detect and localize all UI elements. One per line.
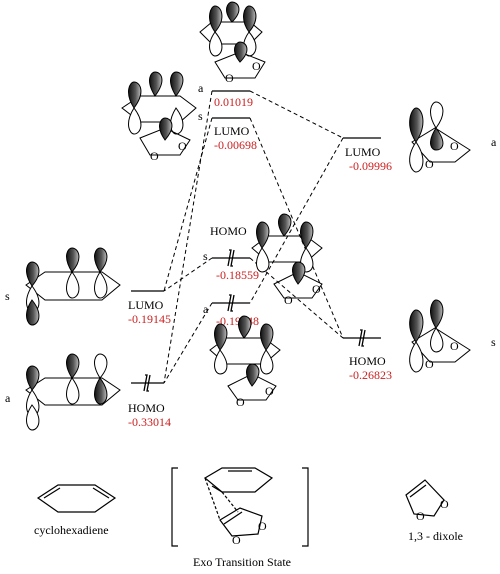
svg-text:O: O: [178, 139, 187, 153]
svg-text:O: O: [236, 395, 245, 409]
svg-text:O: O: [416, 509, 425, 523]
electron-pairs: [143, 249, 366, 392]
cyclohexadiene-lumo-orbital: [25, 247, 121, 326]
svg-text:O: O: [232, 533, 241, 547]
level-labels: a 0.01019 s LUMO -0.00698 LUMO -0.09996 …: [5, 81, 497, 429]
ts-a-homo-orbital: O O: [209, 315, 281, 409]
chd-lumo-energy: -0.19145: [128, 312, 171, 326]
ts-a-orbital: O O: [199, 1, 266, 85]
svg-text:O: O: [258, 519, 267, 533]
svg-text:O: O: [450, 339, 459, 353]
chd-homo-label: HOMO: [128, 401, 165, 415]
dioxole-caption: 1,3 - dixole: [408, 529, 463, 543]
cyclohexadiene-structure: [36, 484, 117, 513]
chd-homo-symmetry: a: [5, 391, 11, 405]
dioxole-lumo-orbital: O O: [409, 101, 471, 173]
dixole-homo-symmetry: s: [491, 335, 496, 349]
ts-a-energy: 0.01019: [214, 95, 253, 109]
svg-text:O: O: [265, 384, 274, 398]
electron-pair-chd-homo: [143, 374, 151, 392]
ts-s-homo-symmetry: s: [203, 249, 208, 263]
ts-a-homo-symmetry: a: [203, 302, 209, 316]
dixole-homo-label: HOMO: [349, 354, 386, 368]
dioxole-structure: O O: [405, 479, 449, 523]
svg-text:O: O: [252, 59, 261, 73]
energy-levels: [131, 90, 381, 384]
chd-homo-energy: -0.33014: [128, 415, 171, 429]
exo-transition-state-structure: O O: [171, 467, 309, 547]
ts-s-homo-energy: -0.18559: [216, 268, 259, 282]
svg-text:O: O: [425, 357, 434, 371]
dixole-lumo-label: LUMO: [345, 145, 381, 159]
ts-s-homo-label: HOMO: [210, 224, 247, 238]
dixole-homo-energy: -0.26823: [349, 368, 392, 382]
ts-a-symmetry: a: [198, 81, 204, 95]
cyclohexadiene-homo-orbital: [25, 353, 121, 431]
ts-s-lumo-symmetry: s: [198, 109, 203, 123]
correlation-lines: [163, 90, 344, 384]
electron-pair-ts-s-homo: [227, 249, 235, 267]
svg-text:O: O: [450, 139, 459, 153]
svg-text:O: O: [440, 497, 449, 511]
chd-lumo-label: LUMO: [128, 298, 164, 312]
ts-s-lumo-energy: -0.00698: [214, 138, 257, 152]
ts-s-homo-orbital: O O: [251, 213, 323, 307]
dioxole-homo-orbital: O O: [409, 299, 471, 373]
svg-text:O: O: [150, 149, 159, 163]
cyclohexadiene-caption: cyclohexadiene: [34, 523, 109, 537]
svg-text:O: O: [284, 293, 293, 307]
svg-text:O: O: [312, 282, 321, 296]
ts-s-lumo-orbital: O O: [121, 71, 197, 163]
electron-pair-dixole-homo: [358, 329, 366, 347]
dixole-lumo-symmetry: a: [491, 135, 497, 149]
svg-text:O: O: [225, 71, 234, 85]
chd-lumo-symmetry: s: [5, 289, 10, 303]
exo-ts-caption: Exo Transition State: [193, 555, 291, 569]
svg-text:O: O: [425, 157, 434, 171]
electron-pair-ts-a-homo: [227, 294, 235, 312]
dixole-lumo-energy: -0.09996: [349, 159, 392, 173]
ts-s-lumo-label: LUMO: [214, 124, 250, 138]
